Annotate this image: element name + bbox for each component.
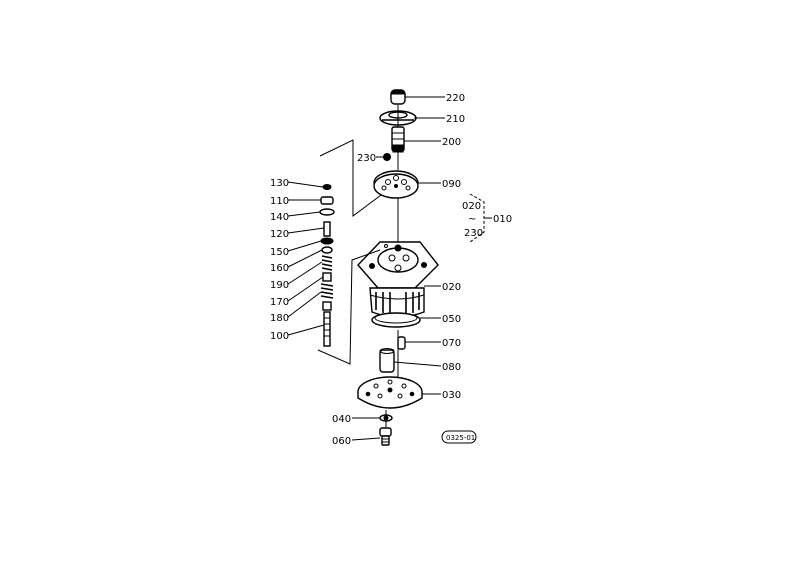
part-220-cap <box>389 89 407 105</box>
label-230-upper: 230 <box>357 153 376 164</box>
label-160: 160 <box>270 263 289 274</box>
label-030: 030 <box>442 390 461 401</box>
leader-lines <box>287 96 445 441</box>
label-190: 190 <box>270 280 289 291</box>
label-060: 060 <box>332 436 351 447</box>
part-100-rod <box>323 311 331 347</box>
label-020-range-start: 020 <box>462 201 481 212</box>
label-010: 010 <box>493 214 512 225</box>
part-140 <box>319 208 335 216</box>
part-040-washer <box>379 414 393 422</box>
part-180-body <box>322 301 332 311</box>
part-050-oring <box>371 312 421 328</box>
drawing-code-stamp: 0325-01 <box>441 430 477 444</box>
label-140: 140 <box>270 212 289 223</box>
part-080-sleeve <box>379 348 395 373</box>
part-230-plug <box>383 153 391 161</box>
label-180: 180 <box>270 313 289 324</box>
label-090: 090 <box>442 179 461 190</box>
label-120: 120 <box>270 229 289 240</box>
label-200: 200 <box>442 137 461 148</box>
label-tilde: ~ <box>468 214 476 225</box>
label-220: 220 <box>446 93 465 104</box>
part-120 <box>323 221 331 237</box>
label-210: 210 <box>446 114 465 125</box>
part-150 <box>320 237 334 245</box>
valve-stack <box>319 184 335 347</box>
label-100: 100 <box>270 331 289 342</box>
part-labels: 220 210 200 230 090 020 ~ 010 230 130 11… <box>270 93 512 447</box>
part-020-housing <box>357 241 439 318</box>
label-110: 110 <box>270 196 289 207</box>
part-030-base-plate <box>357 376 423 409</box>
label-040: 040 <box>332 414 351 425</box>
part-180-spring <box>320 283 334 299</box>
part-110 <box>320 196 334 205</box>
part-190-spring <box>321 255 333 271</box>
label-170: 170 <box>270 297 289 308</box>
label-070: 070 <box>442 338 461 349</box>
label-230-range-end: 230 <box>464 228 483 239</box>
label-050: 050 <box>442 314 461 325</box>
bracket-lines <box>317 139 382 365</box>
label-150: 150 <box>270 247 289 258</box>
assembly-bracket-010 <box>469 193 492 243</box>
part-060-bolt <box>379 427 392 446</box>
part-170 <box>322 272 332 282</box>
part-090-cover-plate <box>373 170 419 199</box>
part-160 <box>321 246 333 254</box>
label-130: 130 <box>270 178 289 189</box>
drawing-code: 0325-01 <box>446 434 475 442</box>
part-070-pin <box>397 336 406 350</box>
label-080: 080 <box>442 362 461 373</box>
part-200-fitting <box>391 126 405 153</box>
part-130 <box>322 184 332 190</box>
label-020: 020 <box>442 282 461 293</box>
